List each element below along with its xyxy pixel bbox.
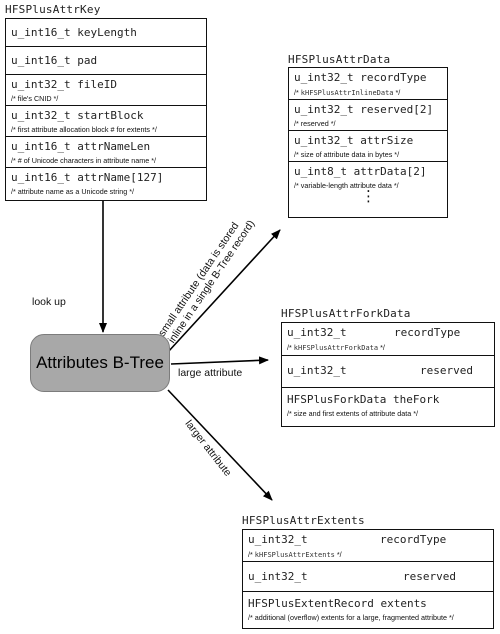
- comment-attrsize: /* size of attribute data in bytes */: [294, 150, 400, 159]
- field-reserved: reserved: [403, 570, 456, 583]
- fork-data-row: u_int32_t reserved: [282, 356, 494, 388]
- comment-reserved: /* reserved */: [294, 119, 336, 128]
- fork-data-title: HFSPlusAttrForkData: [281, 307, 411, 320]
- continuation-dots: ⋮: [361, 188, 376, 205]
- comment-thefork: /* size and first extents of attribute d…: [287, 409, 419, 418]
- field-attrname: u_int16_t attrName[127]: [11, 171, 164, 184]
- constant-inline-data: kHFSPlusAttrInlineData: [300, 89, 394, 97]
- field-type: u_int32_t: [248, 533, 308, 546]
- lookup-label: look up: [32, 296, 66, 308]
- extents-row: u_int32_t reserved: [243, 562, 493, 592]
- field-thefork: HFSPlusForkData theFork: [287, 393, 440, 406]
- field-reserved: u_int32_t reserved[2]: [294, 103, 434, 116]
- btree-label: Attributes B-Tree: [36, 353, 164, 372]
- comment-fileid: /* file's CNID */: [11, 94, 59, 103]
- attr-key-row: u_int32_t startBlock /* first attribute …: [6, 106, 206, 137]
- attr-key-row: u_int16_t attrName[127] /* attribute nam…: [6, 168, 206, 199]
- extents-row: HFSPlusExtentRecord extents /* additiona…: [243, 592, 493, 628]
- large-attribute-arrow: [170, 356, 269, 365]
- extents-row: u_int32_t recordType /* kHFSPlusAttrExte…: [243, 530, 493, 562]
- larger-attribute-arrow: [167, 389, 273, 501]
- field-attrsize: u_int32_t attrSize: [294, 134, 414, 147]
- comment-recordtype: /* kHFSPlusAttrForkData */: [287, 343, 385, 352]
- field-keylength: u_int16_t keyLength: [11, 26, 137, 39]
- attr-key-box: u_int16_t keyLength u_int16_t pad u_int3…: [5, 18, 207, 201]
- field-extents: HFSPlusExtentRecord extents: [248, 597, 427, 610]
- fork-data-box: u_int32_t recordType /* kHFSPlusAttrFork…: [281, 322, 495, 427]
- field-type: u_int32_t: [248, 570, 308, 583]
- attr-data-box: u_int32_t recordType /* kHFSPlusAttrInli…: [288, 67, 448, 218]
- fork-data-row: HFSPlusForkData theFork /* size and firs…: [282, 388, 494, 426]
- comment-extents: /* additional (overflow) extents for a l…: [248, 613, 454, 622]
- comment-recordtype: /* kHFSPlusAttrExtents */: [248, 550, 342, 559]
- comment-attrname: /* attribute name as a Unicode string */: [11, 187, 135, 196]
- field-startblock: u_int32_t startBlock: [11, 109, 144, 122]
- field-recordtype: recordType: [380, 533, 447, 546]
- comment-recordtype: /* kHFSPlusAttrInlineData */: [294, 88, 401, 97]
- field-recordtype: u_int32_t recordType: [294, 71, 427, 84]
- field-pad: u_int16_t pad: [11, 54, 98, 67]
- comment-attrnamelen: /* # of Unicode characters in attribute …: [11, 156, 157, 165]
- attr-data-row: u_int8_t attrData[2] /* variable-length …: [289, 162, 447, 216]
- attr-key-row: u_int16_t attrNameLen /* # of Unicode ch…: [6, 137, 206, 168]
- attr-data-title: HFSPlusAttrData: [288, 53, 391, 66]
- attr-data-row: u_int32_t reserved[2] /* reserved */: [289, 100, 447, 131]
- field-recordtype: recordType: [394, 326, 461, 339]
- attributes-btree: Attributes B-Tree: [30, 334, 170, 392]
- field-type: u_int32_t: [287, 326, 347, 339]
- large-attribute-label: large attribute: [178, 367, 243, 379]
- constant-fork-data: kHFSPlusAttrForkData: [293, 344, 379, 352]
- attr-key-row: u_int32_t fileID /* file's CNID */: [6, 75, 206, 106]
- attr-data-row: u_int32_t attrSize /* size of attribute …: [289, 131, 447, 162]
- attr-key-title: HFSPlusAttrKey: [5, 3, 101, 16]
- field-reserved: reserved: [420, 364, 473, 377]
- extents-box: u_int32_t recordType /* kHFSPlusAttrExte…: [242, 529, 494, 629]
- attr-key-row: u_int16_t keyLength: [6, 19, 206, 47]
- comment-attrdata: /* variable-length attribute data */: [294, 181, 399, 190]
- comment-startblock: /* first attribute allocation block # fo…: [11, 125, 157, 134]
- attr-data-row: u_int32_t recordType /* kHFSPlusAttrInli…: [289, 68, 447, 100]
- field-attrnamelen: u_int16_t attrNameLen: [11, 140, 151, 153]
- fork-data-row: u_int32_t recordType /* kHFSPlusAttrFork…: [282, 323, 494, 356]
- attr-key-row: u_int16_t pad: [6, 47, 206, 75]
- small-attribute-arrow: [167, 229, 281, 353]
- extents-title: HFSPlusAttrExtents: [242, 514, 365, 527]
- field-fileid: u_int32_t fileID: [11, 78, 117, 91]
- constant-extents: kHFSPlusAttrExtents: [254, 551, 335, 559]
- field-attrdata: u_int8_t attrData[2]: [294, 165, 427, 178]
- field-type: u_int32_t: [287, 364, 347, 377]
